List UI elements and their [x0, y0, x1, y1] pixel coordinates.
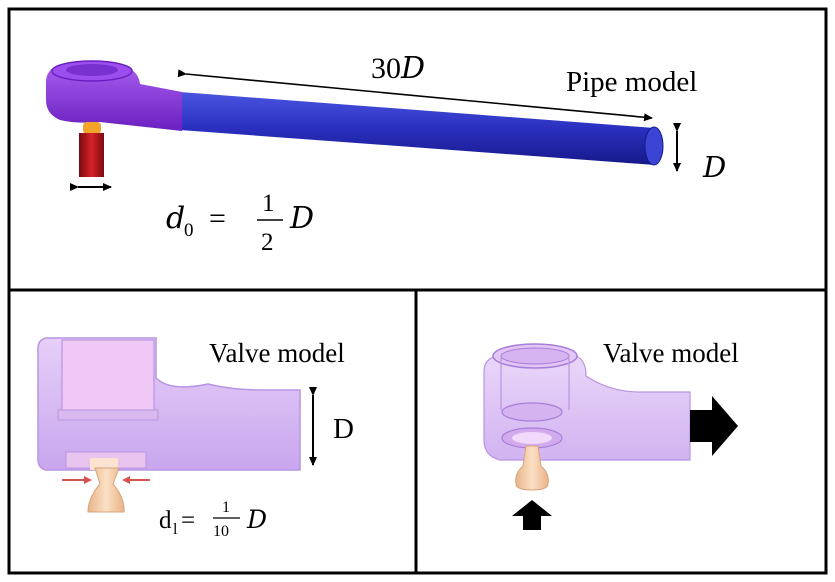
length-label-var: D	[400, 51, 425, 86]
inlet-eq-var: D	[246, 505, 267, 534]
length-label-num: 30	[371, 52, 401, 85]
inlet-eq-lhs: d	[159, 507, 172, 534]
eq-lhs-sub: 0	[184, 220, 194, 241]
outlet-diameter-equation: d 0 = 1 2 D	[166, 190, 314, 256]
inlet-eq-num: 1	[222, 499, 230, 516]
valve-section-graphic	[37, 337, 301, 513]
eq-denominator: 2	[261, 229, 274, 256]
inlet-eq-den: 10	[213, 523, 229, 540]
inlet-diameter-equation: d l = 1 10 D	[159, 499, 267, 540]
bottom-left-panel: Valve model D d l = 1 10 D	[37, 337, 354, 540]
eq-lhs-var: d	[166, 201, 185, 236]
pipe-diameter-label: D	[702, 150, 726, 184]
pipe-model-title: Pipe model	[566, 66, 697, 98]
valve-diameter-label: D	[333, 413, 354, 445]
bottom-right-panel: Valve model	[483, 338, 739, 530]
top-panel: 30D Pipe model D d 0 = 1 2 D	[46, 51, 726, 256]
inlet-eq-sign: =	[181, 507, 195, 534]
eq-numerator: 1	[262, 190, 275, 217]
length-label: 30D	[371, 51, 425, 86]
length-arrow	[177, 69, 653, 122]
inlet-eq-sub: l	[173, 521, 178, 538]
valve-model-title-right: Valve model	[603, 338, 739, 368]
valve-3d-graphic	[483, 343, 738, 530]
eq-sign: =	[209, 202, 226, 235]
eq-var: D	[289, 201, 314, 236]
valve-model-title-left: Valve model	[209, 338, 345, 368]
